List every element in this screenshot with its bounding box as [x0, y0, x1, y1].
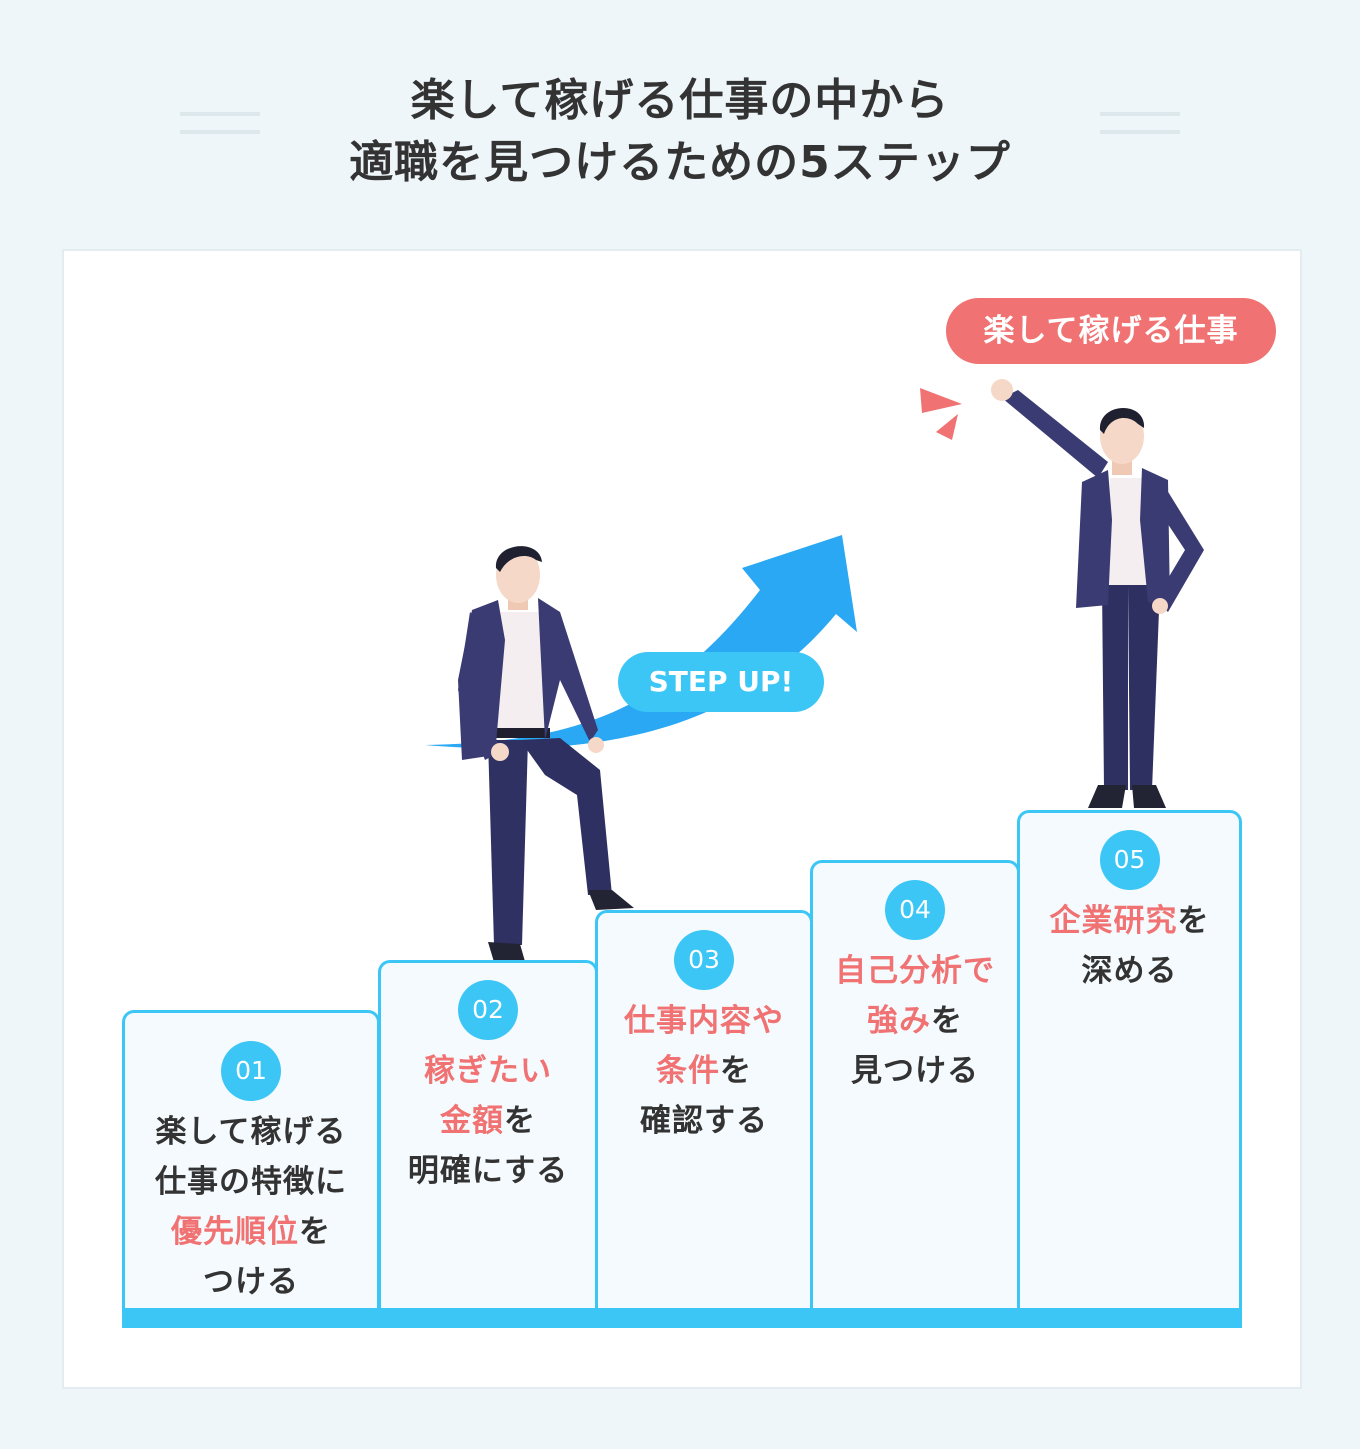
step-number: 02 — [458, 980, 518, 1040]
step-text-line: 明確にする — [407, 1153, 569, 1189]
celebrating-person-icon — [991, 379, 1204, 808]
goal-badge: 楽して稼げる仕事 — [946, 298, 1276, 364]
step-text-line: 金額を — [440, 1103, 536, 1139]
title-line-1: 楽して稼げる仕事の中から — [410, 75, 950, 126]
title-decoration-left — [180, 112, 260, 138]
step-number: 04 — [885, 880, 945, 940]
step-05: 05 企業研究を 深める — [1017, 810, 1242, 1310]
page-title: 楽して稼げる仕事の中から 適職を見つけるための5ステップ — [0, 70, 1360, 194]
step-03: 03 仕事内容や 条件を 確認する — [595, 910, 813, 1310]
step-up-badge: STEP UP! — [618, 652, 824, 712]
step-02: 02 稼ぎたい 金額を 明確にする — [378, 960, 598, 1310]
step-01: 01 楽して稼げる 仕事の特徴に 優先順位を つける — [122, 1010, 380, 1310]
step-number: 03 — [674, 930, 734, 990]
climbing-person-icon — [458, 546, 634, 965]
step-text-line: 仕事内容や — [624, 1003, 784, 1039]
step-text-line: 仕事の特徴に — [155, 1164, 347, 1200]
step-text-line: 強みを — [867, 1003, 963, 1039]
step-text-line: つける — [203, 1264, 299, 1300]
step-text-line: 稼ぎたい — [424, 1053, 552, 1089]
step-text-line: 見つける — [851, 1053, 979, 1089]
step-text-line: 条件を — [656, 1053, 752, 1089]
step-text-line: 企業研究を — [1049, 903, 1210, 939]
step-number: 05 — [1099, 830, 1160, 890]
exclamation-mark-icon — [936, 414, 958, 440]
title-line-2: 適職を見つけるための5ステップ — [349, 137, 1011, 188]
step-text-line: 優先順位を — [171, 1214, 331, 1250]
staircase-base — [122, 1308, 1242, 1328]
step-text-line: 楽して稼げる — [155, 1114, 347, 1150]
step-text-line: 深める — [1081, 953, 1178, 989]
step-04: 04 自己分析で 強みを 見つける — [810, 860, 1020, 1310]
step-number: 01 — [221, 1041, 281, 1101]
step-text-line: 自己分析で — [835, 953, 995, 989]
step-text-line: 確認する — [640, 1103, 768, 1139]
title-decoration-right — [1100, 112, 1180, 138]
exclamation-mark-icon — [920, 388, 962, 413]
